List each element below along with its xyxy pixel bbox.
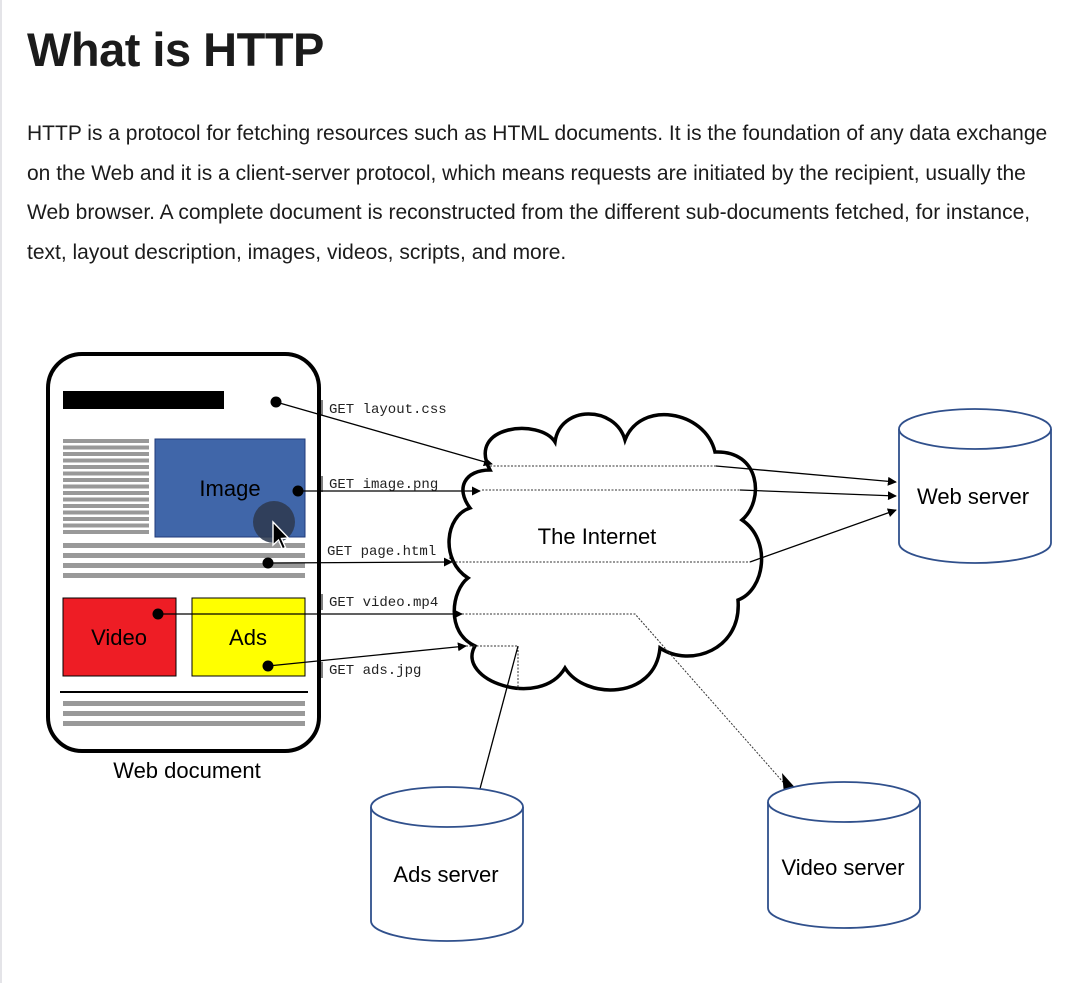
cursor-halo xyxy=(253,501,295,543)
cloud-outline xyxy=(447,412,764,692)
request-labels: GET layout.css GET image.png GET page.ht… xyxy=(327,402,447,679)
web-server-body xyxy=(898,429,1052,564)
image-block xyxy=(154,438,306,538)
ads-block-label: Ads xyxy=(229,625,267,650)
mouse-cursor xyxy=(253,501,295,550)
request-origin-dots xyxy=(152,396,304,672)
request-label-video: GET video.mp4 xyxy=(329,595,438,611)
ads-server-label: Ads server xyxy=(393,862,498,887)
video-block-label: Video xyxy=(91,625,147,650)
video-server-label: Video server xyxy=(781,855,904,880)
web-server: Web server xyxy=(898,408,1052,564)
request-arrows xyxy=(158,401,493,667)
pointer-arrow-icon xyxy=(272,520,291,550)
text-lines-left xyxy=(63,439,149,534)
request-label-layout: GET layout.css xyxy=(329,402,447,418)
intro-paragraph: HTTP is a protocol for fetching resource… xyxy=(27,122,1048,264)
request-label-image: GET image.png xyxy=(329,477,438,493)
internet-routes xyxy=(452,465,791,791)
ads-server-top xyxy=(370,786,524,828)
ads-server: Ads server xyxy=(370,786,524,942)
page-left-border xyxy=(0,0,2,983)
page-title: What is HTTP xyxy=(27,23,324,76)
video-server-top xyxy=(767,781,921,823)
document-heading-bar xyxy=(63,391,224,409)
text-lines-footer xyxy=(63,701,305,726)
internet-cloud: The Internet xyxy=(447,412,764,692)
web-server-label: Web server xyxy=(917,484,1029,509)
video-server: Video server xyxy=(767,781,921,929)
text-lines-full xyxy=(63,543,305,578)
request-label-separators xyxy=(321,400,451,678)
document-divider xyxy=(60,691,308,693)
image-block-label: Image xyxy=(199,476,260,501)
server-arrows xyxy=(474,465,897,801)
web-server-top xyxy=(898,408,1052,450)
video-server-body xyxy=(767,802,921,929)
document-caption: Web document xyxy=(113,758,261,783)
ads-server-body xyxy=(370,807,524,942)
request-label-page: GET page.html xyxy=(327,544,436,560)
internet-label: The Internet xyxy=(538,524,657,549)
ads-block xyxy=(191,597,306,677)
web-document: Image Video Ads Web document xyxy=(46,352,321,783)
request-label-ads: GET ads.jpg xyxy=(329,663,421,679)
